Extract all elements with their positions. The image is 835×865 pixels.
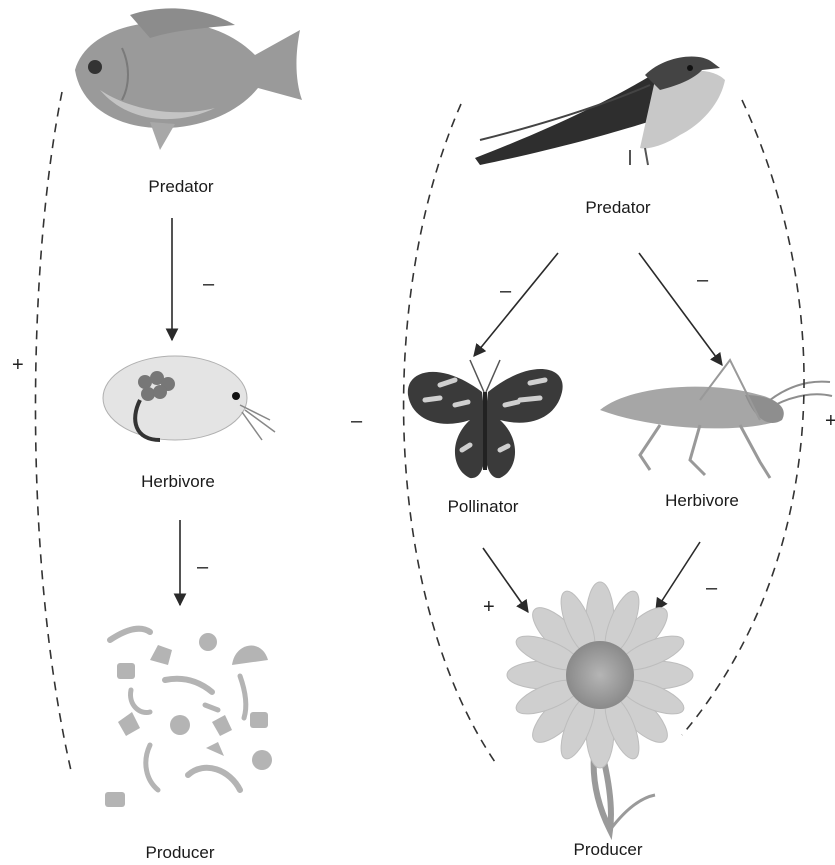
left-predator-label: Predator <box>148 177 214 196</box>
left-herbivore-label: Herbivore <box>141 472 215 491</box>
phytoplankton-icon <box>105 629 272 807</box>
right-sign-indirect-herbivore: + <box>825 410 835 432</box>
right-sign-herbivore-producer: – <box>706 577 718 599</box>
right-sign-pollinator-producer: + <box>483 596 495 618</box>
water-flea-icon <box>103 356 275 440</box>
left-producer-label: Producer <box>146 843 215 862</box>
butterfly-icon <box>408 360 563 478</box>
fish-icon <box>75 8 302 150</box>
right-sign-predator-herbivore: – <box>697 269 709 291</box>
left-sign-predator-herbivore: – <box>203 273 215 295</box>
left-sign-herbivore-producer: – <box>197 556 209 578</box>
right-herbivore-label: Herbivore <box>665 491 739 510</box>
right-sign-predator-pollinator: – <box>500 280 512 302</box>
right-predator-label: Predator <box>585 198 651 217</box>
left-sign-indirect: + <box>12 354 24 376</box>
swallow-bird-icon <box>475 56 725 165</box>
daisy-flower-icon <box>507 582 693 830</box>
right-predator-herbivore-arrow <box>639 253 722 365</box>
right-predator-pollinator-arrow <box>474 253 558 356</box>
grasshopper-icon <box>600 360 832 478</box>
right-herbivore-producer-arrow <box>656 542 700 610</box>
right-pollinator-label: Pollinator <box>448 497 519 516</box>
right-producer-label: Producer <box>574 840 643 859</box>
left-indirect-effect-arc <box>35 92 72 775</box>
right-sign-indirect-pollinator: – <box>351 410 363 432</box>
